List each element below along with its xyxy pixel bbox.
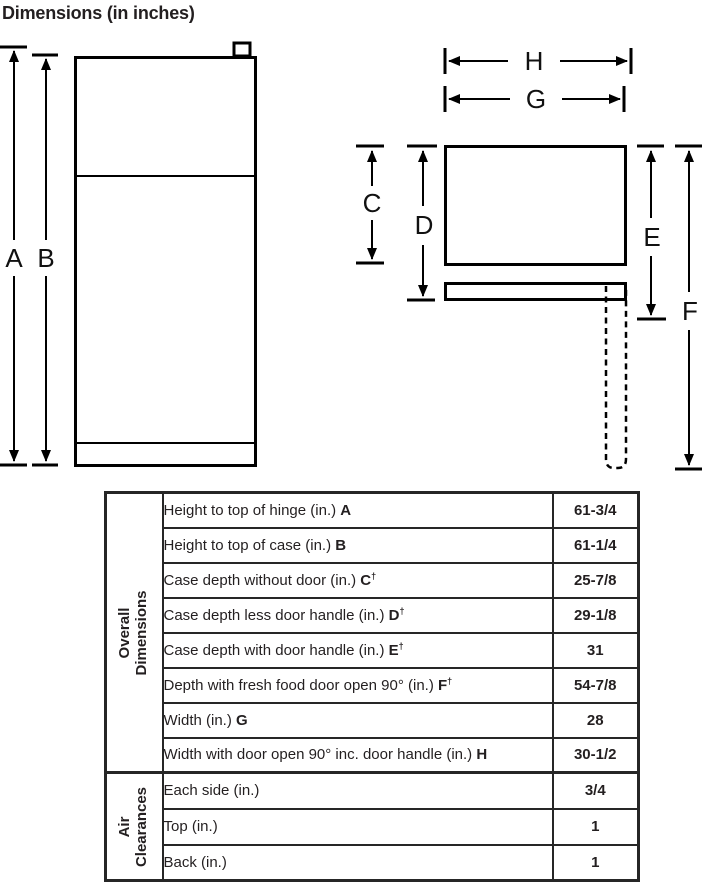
dim-label-f: F [682, 296, 698, 326]
refrigerator-front-shape [74, 56, 257, 467]
dim-label-g: G [526, 84, 546, 114]
table-row: Back (in.) 1 [106, 843, 640, 882]
dim-arrow-h [443, 48, 633, 74]
row-value: 61-3/4 [551, 491, 640, 529]
dim-label-e: E [643, 222, 660, 252]
section-header-air-clearances: Air Clearances [104, 771, 164, 882]
section-header-overall-dimensions: Overall Dimensions [104, 491, 164, 774]
dim-label-b: B [37, 243, 54, 273]
table-row: Width with door open 90° inc. door handl… [106, 736, 640, 774]
dim-arrow-b [32, 53, 58, 467]
row-value: 1 [551, 843, 640, 882]
row-label: Width (in.) G [161, 701, 554, 739]
dim-label-h: H [525, 46, 544, 76]
row-label: Each side (in.) [161, 771, 554, 810]
dim-arrow-d [407, 144, 437, 302]
row-value: 3/4 [551, 771, 640, 810]
row-value: 1 [551, 807, 640, 846]
row-value: 31 [551, 631, 640, 669]
door-handle-dashed-outline [604, 286, 628, 470]
row-value: 28 [551, 701, 640, 739]
page-title: Dimensions (in inches) [2, 3, 195, 23]
top-view-diagram [356, 48, 702, 471]
row-value: 29-1/8 [551, 596, 640, 634]
dimension-diagrams: A B [0, 41, 702, 471]
table-row: Width (in.) G 28 [106, 701, 640, 739]
row-label: Height to top of case (in.) B [161, 526, 554, 564]
dim-arrow-g [443, 86, 626, 112]
row-label: Back (in.) [161, 843, 554, 882]
table-row: Top (in.) 1 [106, 807, 640, 846]
front-view-diagram [0, 41, 257, 467]
table-row: Overall Dimensions Height to top of hing… [104, 491, 640, 774]
table-row: Depth with fresh food door open 90° (in.… [106, 666, 640, 704]
dim-arrow-a [0, 45, 27, 467]
row-label: Top (in.) [161, 807, 554, 846]
table-row: Height to top of case (in.) B 61-1/4 [106, 526, 640, 564]
case-top-shape [444, 145, 627, 266]
row-value: 25-7/8 [551, 561, 640, 599]
door-top-shape [444, 282, 627, 301]
table-row: Case depth with door handle (in.) E† 31 [106, 631, 640, 669]
dim-label-c: C [363, 188, 382, 218]
table-row: Case depth less door handle (in.) D† 29-… [106, 596, 640, 634]
dim-label-d: D [415, 210, 434, 240]
dim-arrow-f [675, 144, 702, 471]
row-label: Case depth without door (in.) C† [161, 561, 554, 599]
dim-label-a: A [5, 243, 23, 273]
section-header-label: Overall Dimensions [116, 589, 151, 676]
row-label: Width with door open 90° inc. door handl… [161, 736, 554, 774]
dim-arrow-c [356, 144, 384, 265]
row-label: Case depth less door handle (in.) D† [161, 596, 554, 634]
table-row: Air Clearances Each side (in.) 3/4 [104, 771, 640, 882]
row-value: 61-1/4 [551, 526, 640, 564]
dim-arrow-e [637, 144, 666, 321]
row-label: Case depth with door handle (in.) E† [161, 631, 554, 669]
row-value: 30-1/2 [551, 736, 640, 774]
hinge-bump-shape [232, 41, 252, 58]
table-row: Case depth without door (in.) C† 25-7/8 [106, 561, 640, 599]
row-label: Depth with fresh food door open 90° (in.… [161, 666, 554, 704]
row-label: Height to top of hinge (in.) A [161, 491, 554, 529]
dimensions-table: Overall Dimensions Height to top of hing… [104, 491, 640, 882]
section-header-label: Air Clearances [116, 786, 151, 867]
row-value: 54-7/8 [551, 666, 640, 704]
